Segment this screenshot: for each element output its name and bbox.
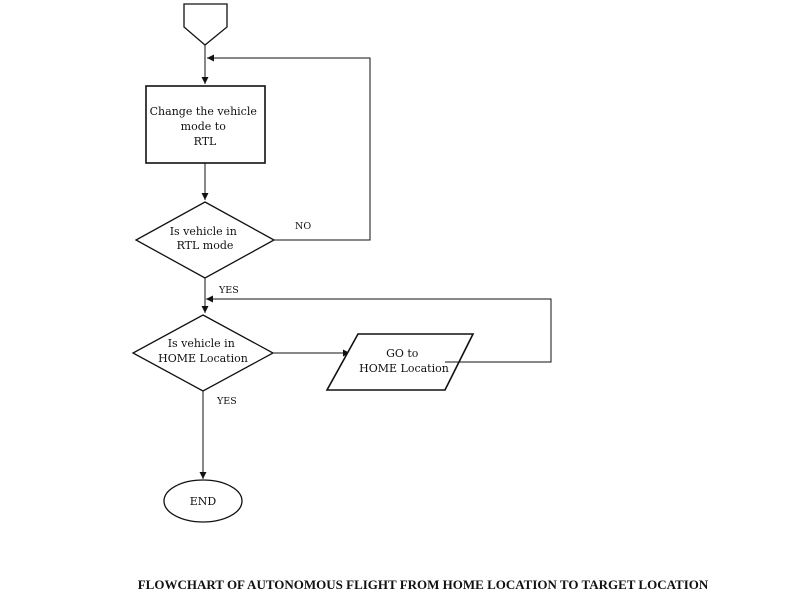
end-terminal [163, 479, 243, 523]
change-mode-text-line1: Change the vehicle [150, 105, 257, 118]
svg-text:Is vehicle in HOME Locatio: Is vehicle in HOME Location [158, 337, 248, 365]
svg-text:Change the vehicle mode to: Change the vehicle mode to RTL [150, 105, 261, 148]
change-mode-text-line2: mode to [181, 120, 227, 133]
svg-text:Is vehicle in RTL mode: Is vehicle in RTL mode [170, 225, 241, 252]
edge-go-home-loop [206, 295, 552, 363]
go-home-text-line1: GO to [386, 347, 419, 360]
edge-label-home-yes: YES [216, 396, 237, 407]
edge-label-no: NO [295, 221, 311, 232]
edge-label-rtl-yes: YES [218, 285, 239, 296]
rtl-decision-text-line2: RTL mode [177, 239, 234, 252]
start-connector [183, 3, 228, 46]
home-decision-text-line2: HOME Location [158, 352, 248, 365]
edge-rtl-no-loop [207, 54, 371, 241]
go-home-io-box [325, 333, 475, 391]
change-mode-text-line3: RTL [194, 135, 217, 148]
rtl-decision-text-line1: Is vehicle in [170, 225, 237, 238]
home-decision-text-line1: Is vehicle in [168, 337, 235, 350]
svg-text:GO to HOME Location: GO to HOME Location [359, 347, 449, 375]
end-terminal-label: END [190, 495, 217, 508]
go-home-text-line2: HOME Location [359, 362, 449, 375]
flowchart-caption: FLOWCHART OF AUTONOMOUS FLIGHT FROM HOME… [137, 577, 709, 592]
